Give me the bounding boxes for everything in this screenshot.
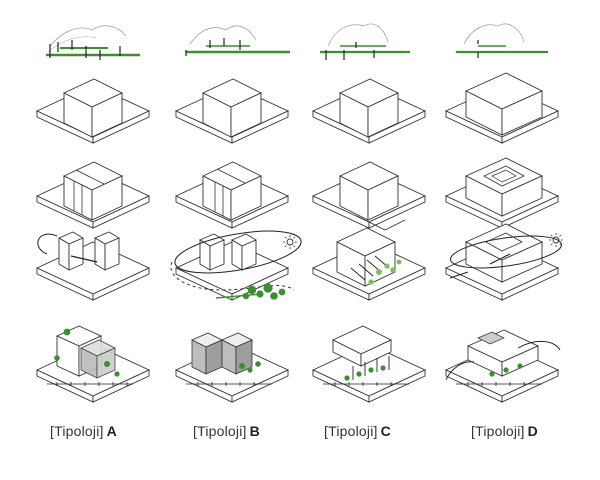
subdivided-a [36,161,150,229]
mass-c [312,78,426,144]
climate-d [445,223,564,301]
site-sketch-c [320,23,410,60]
climate-c [312,227,426,301]
typology-tag: [Tipoloji] [50,423,104,439]
typology-label-c: [Tipoloji]C [324,423,391,439]
typology-label-d: [Tipoloji]D [471,423,538,439]
row-climate [36,223,564,301]
row-final [36,325,561,403]
mass-b [175,78,289,144]
subdivided-c [312,161,426,231]
mass-d [444,72,560,144]
typology-tag: [Tipoloji] [471,423,525,439]
mass-a [36,78,150,144]
subdivided-b [175,161,289,229]
final-a [36,325,150,403]
typology-letter: C [380,423,391,439]
typology-tag: [Tipoloji] [324,423,378,439]
climate-b [170,230,302,301]
typology-label-b: [Tipoloji]B [193,423,260,439]
site-sketch-b [185,25,290,56]
row-mass [36,72,560,144]
final-b [175,332,289,403]
site-sketch-a [46,25,140,60]
typology-letter: B [249,423,260,439]
typology-letter: D [527,423,538,439]
climate-a [36,231,150,301]
row-site-plans [46,23,548,60]
typology-label-a: [Tipoloji]A [50,423,117,439]
final-c [312,325,426,403]
sun-icon [548,232,564,248]
typology-letter: A [106,423,117,439]
site-sketch-d [456,23,548,58]
final-d [445,329,561,403]
sun-icon [282,234,298,250]
subdivided-d [445,157,559,229]
row-subdivided [36,157,559,231]
typology-tag: [Tipoloji] [193,423,247,439]
